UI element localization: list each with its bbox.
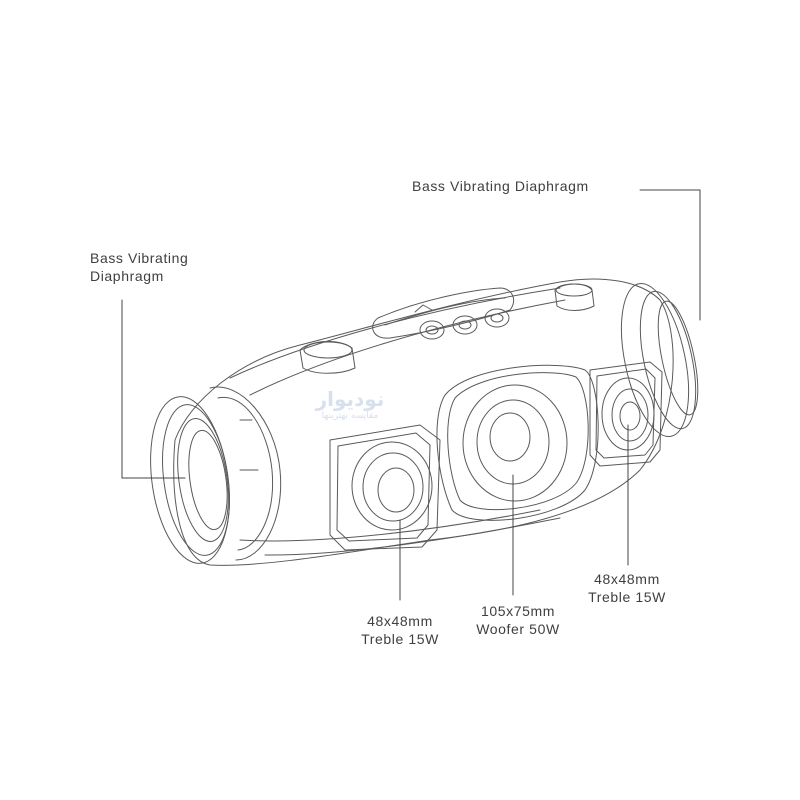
label-treble-left-size: 48x48mm — [367, 613, 433, 629]
left-bass-diaphragm — [150, 396, 230, 564]
label-woofer: 105x75mm Woofer 50W — [463, 602, 573, 638]
label-treble-left: 48x48mm Treble 15W — [355, 612, 445, 648]
label-bass-top-text: Bass Vibrating Diaphragm — [412, 178, 589, 194]
leader-lines — [121, 189, 701, 601]
label-woofer-power: Woofer 50W — [476, 621, 560, 637]
leader-line-bass-top — [639, 189, 701, 321]
top-control-panel — [372, 287, 515, 340]
speaker-body — [173, 278, 674, 566]
right-tweeter — [589, 361, 663, 467]
watermark-logo: نوديوار مقايسه بهترينها — [290, 388, 410, 422]
label-bass-left-line1: Bass Vibrating — [90, 250, 189, 266]
label-bass-diaphragm-left: Bass Vibrating Diaphragm — [90, 249, 188, 285]
left-end-ring — [209, 386, 282, 561]
strap-posts — [299, 283, 595, 374]
label-treble-right-size: 48x48mm — [594, 571, 660, 587]
label-treble-right-power: Treble 15W — [588, 589, 666, 605]
label-bass-left-line2: Diaphragm — [90, 268, 164, 284]
label-treble-right: 48x48mm Treble 15W — [582, 570, 672, 606]
watermark-sub-text: مقايسه بهترينها — [321, 411, 379, 421]
label-bass-diaphragm-top: Bass Vibrating Diaphragm — [412, 177, 589, 195]
label-treble-left-power: Treble 15W — [361, 631, 439, 647]
woofer — [436, 364, 599, 521]
label-woofer-size: 105x75mm — [480, 603, 556, 619]
leader-line-bass-left — [121, 299, 186, 479]
watermark-main-text: نوديوار — [315, 387, 385, 411]
left-tweeter — [329, 424, 441, 551]
right-end-cap — [620, 282, 699, 438]
